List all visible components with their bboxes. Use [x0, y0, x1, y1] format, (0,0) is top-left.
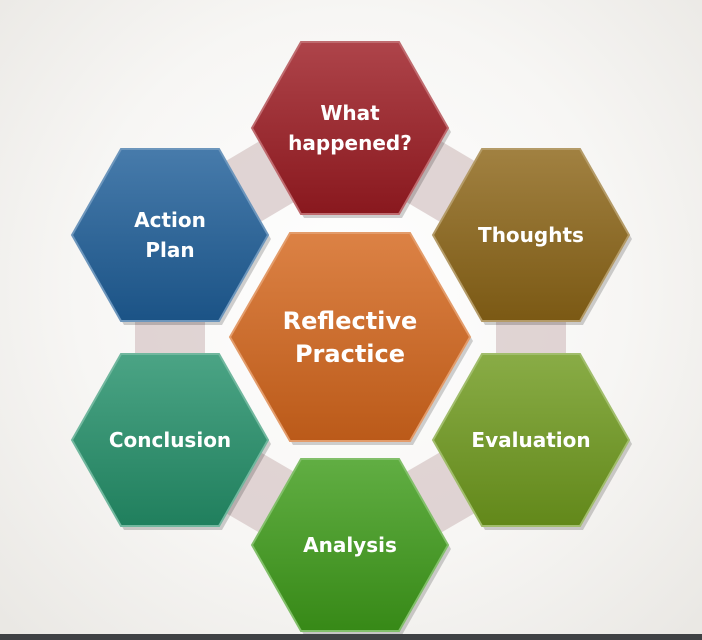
- hexagon-shape: [431, 148, 631, 322]
- hexagon-shape: [250, 41, 450, 215]
- hexagon-shape: [70, 353, 270, 527]
- hexagon-label-line: Action: [134, 208, 206, 232]
- hexagon-what-happened: What happened?: [250, 41, 451, 218]
- hexagon-analysis: Analysis: [250, 458, 451, 635]
- hexagon-conclusion: Conclusion: [70, 353, 271, 530]
- hexagon-label-line: happened?: [288, 131, 412, 155]
- hexagon-label-line: What: [320, 101, 380, 125]
- hexagon-label-line: Analysis: [303, 533, 397, 557]
- hexagon-label-line: Reflective: [283, 307, 418, 335]
- hexagon-evaluation: Evaluation: [431, 353, 632, 530]
- hexagon-label-line: Evaluation: [471, 428, 590, 452]
- hexagon-shape: [228, 232, 472, 442]
- hexagon-shape: [431, 353, 631, 527]
- hexagon-label-line: Practice: [295, 340, 405, 368]
- hexagon-label-line: Thoughts: [478, 223, 584, 247]
- hexagon-thoughts: Thoughts: [431, 148, 632, 325]
- hexagon-label-line: Plan: [145, 238, 194, 262]
- hexagon-shape: [250, 458, 450, 632]
- bottom-border-bar: [0, 634, 702, 640]
- hexagon-shape: [70, 148, 270, 322]
- hexagon-label-line: Conclusion: [109, 428, 231, 452]
